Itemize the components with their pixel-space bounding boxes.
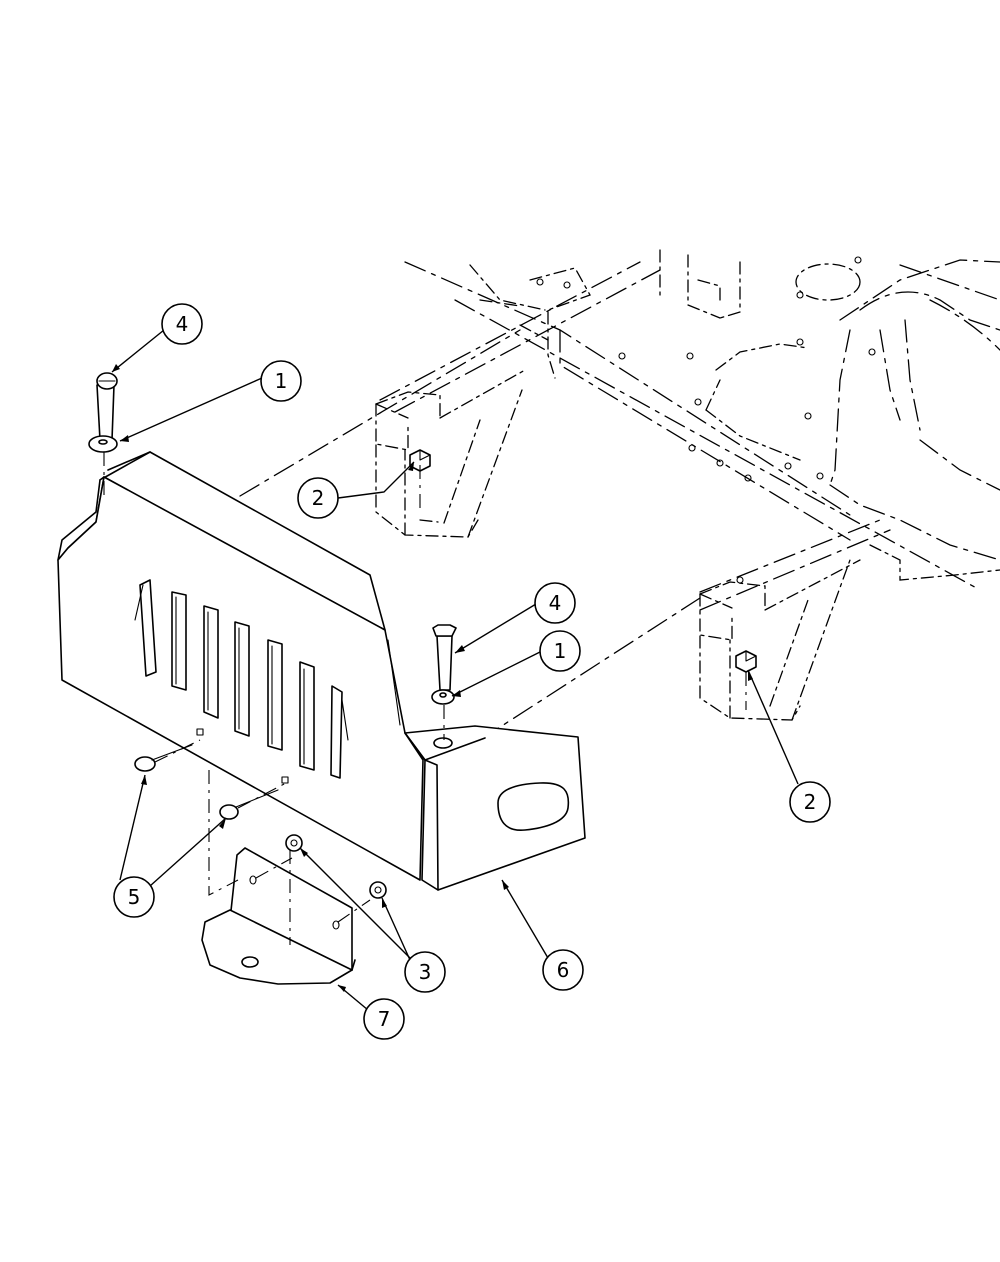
rivet-top (134, 744, 193, 772)
mower-frame-phantom (239, 249, 1000, 741)
hex-bolt-right (432, 624, 457, 691)
callout-label: 2 (312, 486, 325, 510)
callout-5: 5 (113, 876, 155, 918)
callout-4-left: 4 (161, 303, 203, 345)
callout-label: 1 (275, 369, 288, 393)
front-guard-part-6 (57, 451, 586, 891)
callout-label: 6 (557, 958, 570, 982)
frame-bracket-right (699, 559, 861, 721)
callout-3: 3 (404, 951, 446, 993)
nut-right (735, 650, 757, 673)
callout-7: 7 (363, 998, 405, 1040)
frame-holes (536, 256, 876, 584)
frame-bracket-left (375, 369, 526, 538)
callout-label: 1 (554, 639, 567, 663)
callout-label: 3 (419, 960, 432, 984)
callout-label: 2 (804, 790, 817, 814)
callout-label: 5 (128, 885, 141, 909)
callout-2-right: 2 (789, 781, 831, 823)
washer-right (431, 689, 455, 705)
lock-nut-upper (285, 834, 303, 852)
callout-4-right: 4 (534, 582, 576, 624)
callout-label: 7 (378, 1007, 391, 1031)
leader-arrows (112, 364, 753, 992)
lock-nut-lower (369, 881, 387, 899)
callout-2-left: 2 (297, 477, 339, 519)
callout-6: 6 (542, 949, 584, 991)
callout-label: 4 (176, 312, 189, 336)
mount-bracket-part-7 (201, 847, 356, 985)
callout-1-left: 1 (260, 360, 302, 402)
vent-slots (134, 579, 349, 779)
callout-1-right: 1 (539, 630, 581, 672)
assembly-lines (103, 452, 747, 945)
carriage-bolt-left (96, 372, 118, 441)
callout-label: 4 (549, 591, 562, 615)
washer-left (88, 435, 118, 453)
